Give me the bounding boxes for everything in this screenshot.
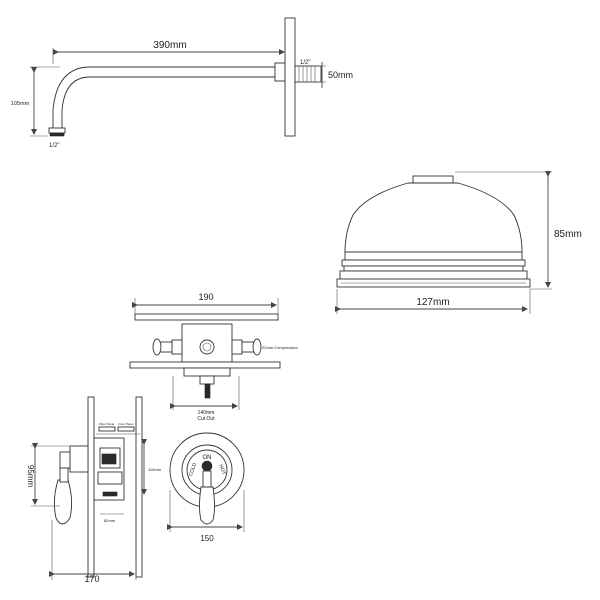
valve-side-view <box>31 396 147 580</box>
valve-filter-panel-label: Filter Panel <box>99 422 115 426</box>
valve-top-view <box>129 298 281 410</box>
valve-front-view <box>167 432 245 532</box>
head-diameter-label: 127mm <box>416 297 449 308</box>
valve-front-panel-label: Front Panel <box>118 422 134 426</box>
valve-hot-label: HOT <box>217 464 226 476</box>
valve-compression-label: 22mm Compression <box>262 345 298 350</box>
valve-cold-label: COLD <box>188 462 199 477</box>
head-height-label: 85mm <box>554 229 582 240</box>
valve-plate-label: 150 <box>200 534 214 543</box>
valve-cutout-width-label: 140mm <box>198 410 215 416</box>
shower-arm-drawing <box>30 17 326 137</box>
valve-depth-label: 170 <box>84 574 99 584</box>
valve-width-label: 190 <box>198 292 213 302</box>
arm-length-label: 390mm <box>153 40 186 51</box>
arm-wall-thread-label: 1/2" <box>300 60 310 66</box>
valve-recess-label: 82mm <box>104 518 116 523</box>
arm-outlet-thread-label: 1/2" <box>49 143 59 149</box>
shower-head-drawing <box>335 171 552 314</box>
arm-drop-label: 105mm <box>11 101 30 107</box>
valve-on-label: ON <box>203 455 212 461</box>
arm-flange-label: 50mm <box>328 70 353 80</box>
valve-cutout-label: Cut Out <box>197 416 215 422</box>
valve-depth-small-label: 110mm <box>148 467 162 472</box>
valve-projection-label: 95mm <box>26 465 35 488</box>
